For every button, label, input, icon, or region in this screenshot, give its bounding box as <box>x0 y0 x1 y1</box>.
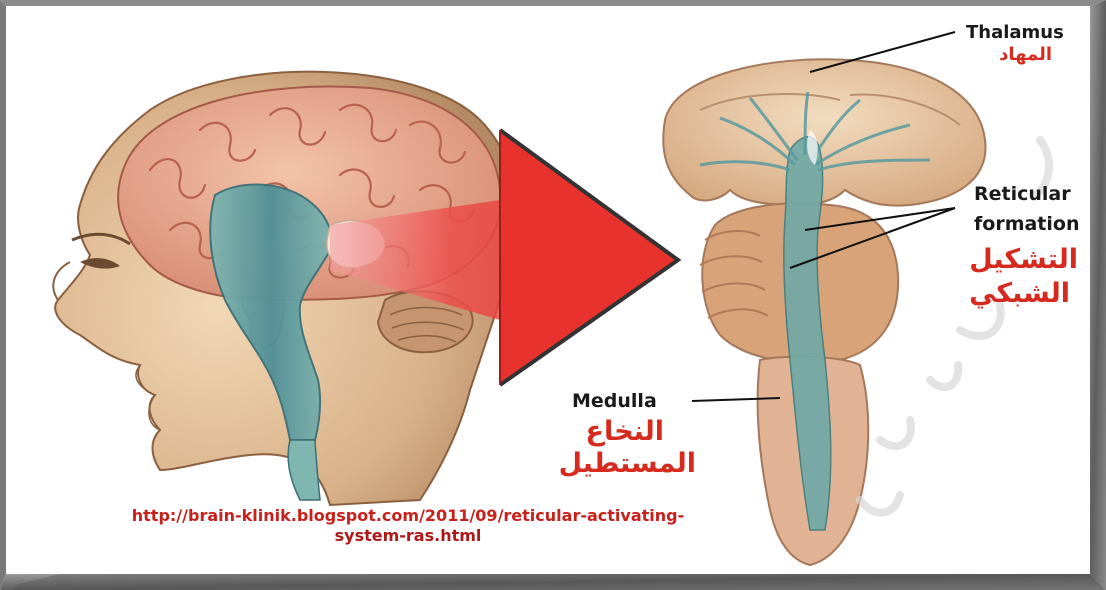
source-url-line2: system-ras.html <box>335 526 482 545</box>
source-url-line1: http://brain-klinik.blogspot.com/2011/09… <box>132 506 684 525</box>
label-thalamus-en: Thalamus <box>966 22 1064 43</box>
frame-shadow-top <box>0 0 1106 6</box>
label-medulla-ar-2: المستطيل <box>559 448 696 479</box>
label-reticular-en-2: formation <box>974 213 1079 235</box>
label-reticular-en-1: Reticular <box>974 183 1071 205</box>
label-reticular-ar-2: الشبكي <box>969 278 1070 309</box>
frame-shadow-right <box>1090 0 1106 590</box>
frame-shadow-left <box>0 0 6 590</box>
frame-bevel-bottom-left <box>10 574 1106 590</box>
label-thalamus-ar: المهاد <box>999 44 1052 65</box>
label-medulla-en: Medulla <box>572 390 657 412</box>
thalamus-lobes <box>663 59 985 205</box>
label-medulla-ar-1: النخاع <box>586 416 664 447</box>
label-reticular-ar-1: التشكيل <box>969 244 1078 275</box>
